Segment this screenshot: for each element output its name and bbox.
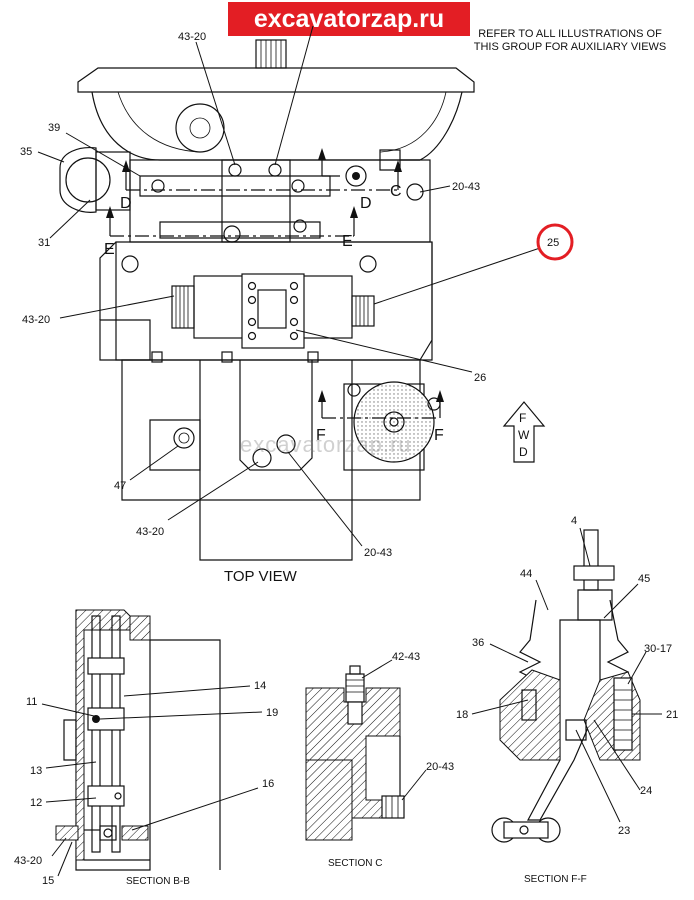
callout-43-20-top: 43-20 <box>178 31 206 43</box>
callout-44: 44 <box>520 568 532 580</box>
callout-12: 12 <box>30 797 42 809</box>
section-letter-d-right: D <box>360 195 372 212</box>
spool-sleeve-left <box>171 285 195 329</box>
pump-dome <box>91 91 463 161</box>
section-bb-drawing <box>55 609 221 871</box>
callout-24: 24 <box>640 785 652 797</box>
callout-42-43: 42-43 <box>392 651 420 663</box>
fwd-arrow <box>502 401 546 463</box>
callout-4: 4 <box>571 515 577 527</box>
callout-47: 47 <box>114 480 126 492</box>
callout-31: 31 <box>38 237 50 249</box>
section-bb-title: SECTION B-B <box>126 876 190 887</box>
top-view-drawing <box>59 39 546 561</box>
section-ff-title: SECTION F-F <box>524 874 587 885</box>
callout-20-43-c: 20-43 <box>426 761 454 773</box>
callout-20-43-right: 20-43 <box>452 181 480 193</box>
regulator-round-cover <box>353 381 435 463</box>
callout-23: 23 <box>618 825 630 837</box>
callout-36: 36 <box>472 637 484 649</box>
callout-39: 39 <box>48 122 60 134</box>
callout-20-43-bottom: 20-43 <box>364 547 392 559</box>
section-bb-leaders <box>41 685 263 877</box>
watermark-center: excavatorzap.ru <box>240 432 412 457</box>
callout-30-17: 30-17 <box>644 643 672 655</box>
spool-sleeve-right <box>351 295 375 327</box>
section-letter-f-right: F <box>434 427 444 444</box>
callout-25-highlight <box>536 223 574 261</box>
section-c-leaders <box>361 659 427 801</box>
pump-flange <box>77 67 475 93</box>
callout-19: 19 <box>266 707 278 719</box>
callout-25: 25 <box>547 237 559 249</box>
section-c-drawing <box>305 665 405 841</box>
callout-18: 18 <box>456 709 468 721</box>
section-letter-e-right: E <box>342 233 353 250</box>
section-ff-leaders <box>471 527 662 823</box>
spline-ribs <box>260 40 282 68</box>
fwd-letter-d: D <box>519 445 528 459</box>
auxiliary-views-note: REFER TO ALL ILLUSTRATIONS OF THIS GROUP… <box>470 28 670 54</box>
section-letter-f-left: F <box>316 427 326 444</box>
section-letter-c: C <box>390 183 402 200</box>
watermark-banner: excavatorzap.ru <box>228 2 470 36</box>
pump-lower-body <box>121 359 421 501</box>
callout-21: 21 <box>666 709 678 721</box>
section-c-title: SECTION C <box>328 858 382 869</box>
control-body-lower <box>115 241 433 361</box>
callout-14: 14 <box>254 680 266 692</box>
callout-16: 16 <box>262 778 274 790</box>
callout-13: 13 <box>30 765 42 777</box>
note-line-2: THIS GROUP FOR AUXILIARY VIEWS <box>473 41 667 53</box>
section-letter-d-left: D <box>120 195 132 212</box>
callout-43-20-left: 43-20 <box>22 314 50 326</box>
section-ff-drawing <box>491 529 641 843</box>
valve-cover-plate <box>241 273 305 349</box>
left-actuator <box>59 147 97 213</box>
note-line-1: REFER TO ALL ILLUSTRATIONS OF <box>478 28 662 40</box>
callout-11: 11 <box>26 696 37 708</box>
callout-35: 35 <box>20 146 32 158</box>
callout-43-20-bottom: 43-20 <box>136 526 164 538</box>
callout-43-20-bb: 43-20 <box>14 855 42 867</box>
section-letter-e-left: E <box>104 241 115 258</box>
fwd-letter-w: W <box>518 428 530 442</box>
fwd-letter-f: F <box>519 411 526 425</box>
top-view-title: TOP VIEW <box>224 568 298 585</box>
top-view-leaders <box>37 25 541 547</box>
callout-45: 45 <box>638 573 650 585</box>
callout-26: 26 <box>474 372 486 384</box>
callout-15: 15 <box>42 875 54 887</box>
